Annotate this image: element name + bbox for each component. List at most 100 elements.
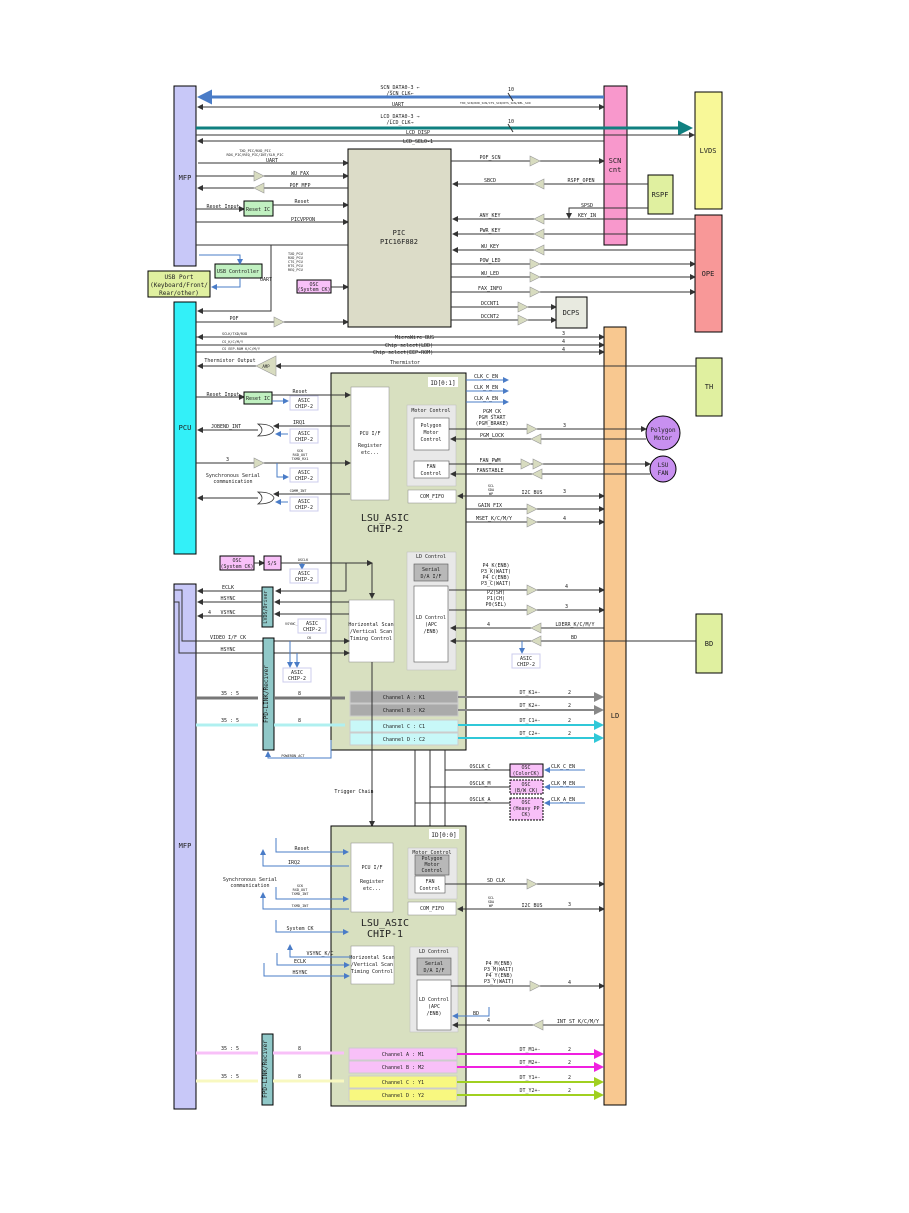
microwire-width: 3 xyxy=(562,331,565,337)
svg-text:P4_M(ENB): P4_M(ENB) xyxy=(485,961,512,967)
svg-text:CHIP-2: CHIP-2 xyxy=(295,577,313,583)
chan-width-1: 8 xyxy=(298,691,301,697)
asic1-title-1: LSU_ASIC xyxy=(361,918,409,929)
svg-text:ASIC: ASIC xyxy=(291,670,303,676)
asic1-ld-ctrl-inner xyxy=(416,979,452,1031)
rspf-label: RSPF xyxy=(652,191,669,199)
svg-text:P0(SEL): P0(SEL) xyxy=(485,602,506,608)
osc-heavy-label-2: (Heavy PP xyxy=(512,806,539,812)
dt-y1-width: 2 xyxy=(568,1075,571,1081)
pic-block xyxy=(347,148,452,328)
ope-block xyxy=(694,214,723,333)
usb-port-label-3: Rear/other) xyxy=(159,290,199,297)
pcu-block xyxy=(173,301,197,555)
asic1-polygon-label-1: Polygon xyxy=(421,856,442,862)
thermistor-output-label: Thermistor Output xyxy=(204,358,255,364)
cs-ldd-note: CS_K/C/M/Y xyxy=(222,340,244,344)
lvds-ratio-1: 35 : 5 xyxy=(221,691,239,697)
svg-text:ASIC: ASIC xyxy=(298,431,310,437)
sd-clk-label: SD CLK xyxy=(487,878,505,884)
svg-text:P3_K(WAIT): P3_K(WAIT) xyxy=(481,569,511,575)
asic-chip2-ref-2: ASIC CHIP-2 xyxy=(289,428,319,444)
dt-m2-label: DT_M2+- xyxy=(519,1060,540,1066)
lvds-block xyxy=(694,91,723,210)
asic2-ld-ctrl-inner xyxy=(413,585,449,663)
asic1-channel-b-label: Channel B : M2 xyxy=(382,1065,424,1071)
asic2-channel-b-label: Channel B : K2 xyxy=(383,708,425,714)
i2c-note1-1: SCL xyxy=(488,896,494,900)
asic2-etc-label: etc... xyxy=(361,450,379,456)
asic2-com-fifo-label: COM_FIFO xyxy=(420,494,444,500)
svg-text:CHIP-2: CHIP-2 xyxy=(303,627,321,633)
asic2-serial-label-2: D/A I/F xyxy=(420,574,441,580)
osc-color-block xyxy=(509,763,544,778)
dcps-label: DCPS xyxy=(563,309,580,317)
reset1-label: Reset xyxy=(294,846,309,852)
i2c-note-2: SDA xyxy=(488,488,495,492)
svg-text:P4_C(ENB): P4_C(ENB) xyxy=(482,575,509,581)
mfp-block-bottom xyxy=(173,583,197,1110)
key-in-label: KEY_IN xyxy=(578,213,596,219)
i2c-note1-3: WP xyxy=(489,904,493,908)
hsync2-label: HSYNC xyxy=(220,647,235,653)
asic2-hv-label-2: /Vertical Scan xyxy=(350,629,392,635)
asic2-pcu-if xyxy=(350,386,390,501)
lvds-driver-block xyxy=(261,586,274,628)
pgm-lock-label: PGM_LOCK xyxy=(480,433,504,439)
svg-text:P2(SH): P2(SH) xyxy=(487,590,505,596)
asic-chip2-ref-6: ASIC CHIP-2 xyxy=(297,618,327,634)
thermistor-label: Thermistor xyxy=(390,360,420,366)
osc-color-label-2: (ColorCK) xyxy=(512,771,539,777)
hsync1-label: HSYNC xyxy=(292,970,307,976)
osc-bw-block xyxy=(509,779,544,795)
sync-serial1-label-2: communication xyxy=(230,883,269,889)
lvds-label: LVDS xyxy=(700,147,717,155)
scn-cnt-block xyxy=(603,85,628,246)
trigger-chain-label: Trigger Chain xyxy=(334,789,373,795)
dt-y2-width: 2 xyxy=(568,1088,571,1094)
pic-uart-note-1: TXD_PIC/RXD_PIC xyxy=(239,149,271,153)
clk-a-en-osc-label: CLK_A_EN xyxy=(551,797,575,803)
asic1-fan-label-2: Control xyxy=(419,886,440,892)
scn-label-2: cnt xyxy=(609,166,622,174)
rspf-open-label: RSPF_OPEN xyxy=(567,178,594,184)
dt-k1-label: DT_K1+- xyxy=(519,690,540,696)
svg-text:CHIP-2: CHIP-2 xyxy=(295,437,313,443)
asic2-register-label: Register xyxy=(358,443,382,449)
osc-bw-label-1: OSC xyxy=(521,782,530,788)
dt-k1-width: 2 xyxy=(568,690,571,696)
sync-width: 3 xyxy=(226,457,229,463)
osc-bw-label-2: (B/W CK) xyxy=(514,788,538,794)
reset-label-2: Reset xyxy=(292,389,307,395)
polygon-motor-label-1: Polygon xyxy=(650,427,676,434)
svg-text:P4_K(ENB): P4_K(ENB) xyxy=(482,563,509,569)
vsync-width: 4 xyxy=(208,610,211,616)
amp-symbol xyxy=(255,355,277,377)
pgm-ck-label: PGM_CK xyxy=(483,409,501,415)
amp-label: AMP xyxy=(262,364,270,369)
usb-port-block xyxy=(147,270,211,298)
asic2-hv-label-3: Timing Control xyxy=(350,636,392,642)
asic1-serial-da xyxy=(416,957,452,976)
svg-text:ASIC: ASIC xyxy=(298,398,310,404)
asic1-pcu-if xyxy=(350,842,394,913)
uart-top-note: TXD_SCN/RXD_SCN/CTS_SCN/RTS_SCN/REL_SCN xyxy=(460,101,531,105)
sync-serial-label-1: Synchronous Serial xyxy=(206,473,260,479)
polygon-motor-label-2: Motor xyxy=(654,435,672,442)
asic1-polygon-label-2: Motor xyxy=(424,862,439,868)
chan-width-2: 8 xyxy=(298,718,301,724)
sync-serial-label-2: communication xyxy=(213,479,252,485)
asic2-polygon-label-2: Motor xyxy=(423,430,438,436)
asic1-com-fifo-label: COM_FIFO xyxy=(420,906,444,912)
sync-note-1: SCK xyxy=(297,449,304,453)
i2c-note-1: SCL xyxy=(488,484,494,488)
chan-width-3: 8 xyxy=(298,1046,301,1052)
wu-fax-label: WU_FAX xyxy=(291,171,309,177)
scn-clk-label: /SCN_CLK← xyxy=(386,91,413,97)
asic-chip2-ref-7: ASIC CHIP-2 xyxy=(282,667,312,683)
svg-text:P3_M(WAIT): P3_M(WAIT) xyxy=(484,967,514,973)
asic2-channel-d-label: Channel D : C2 xyxy=(383,737,425,743)
asic1-polygon-ctrl xyxy=(414,854,450,876)
lderr-width: 4 xyxy=(487,622,490,628)
polygon-motor xyxy=(645,415,681,451)
